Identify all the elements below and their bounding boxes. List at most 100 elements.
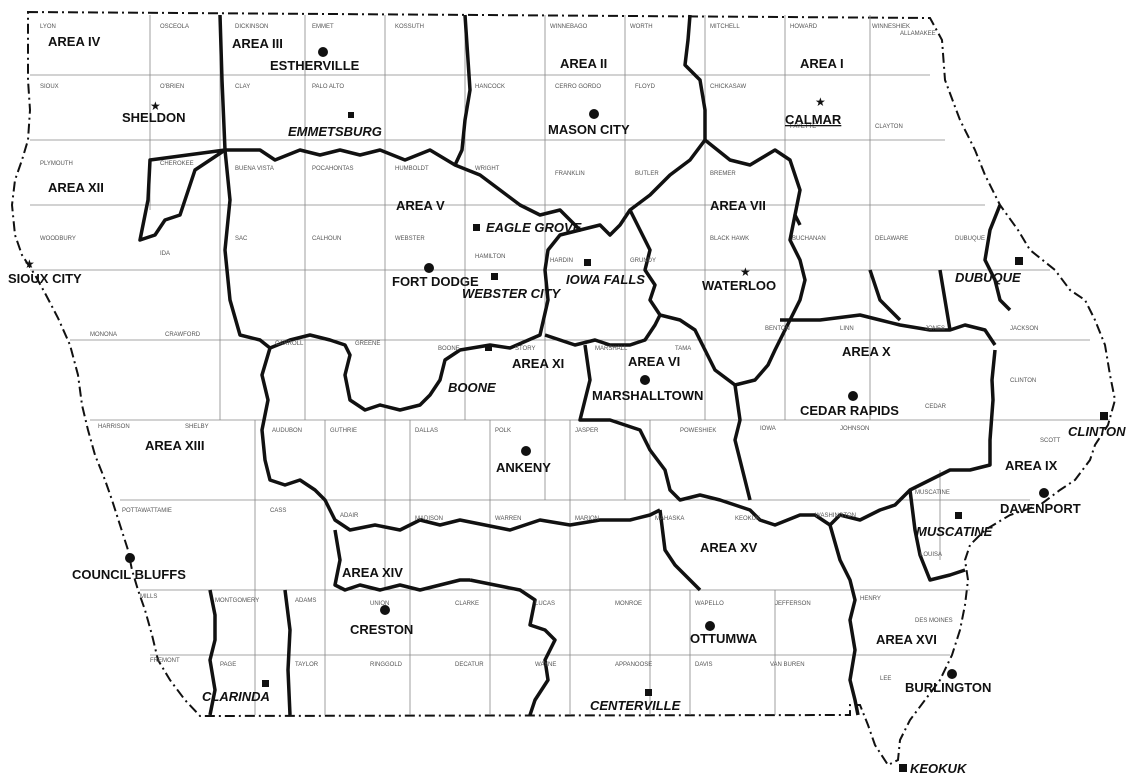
city-label-eagle-grove-text: EAGLE GROVE (486, 220, 582, 235)
county-label: BENTON (765, 326, 790, 332)
sheldon-marker-star: ★ (150, 99, 161, 113)
county-label: FRANKLIN (555, 171, 585, 177)
county-label: DAVIS (695, 662, 713, 668)
county-label: CLAY (235, 84, 250, 90)
county-label: WEBSTER (395, 236, 425, 242)
area-label-xi: AREA XI (512, 356, 564, 371)
city-label-dubuque: DUBUQUE (955, 270, 1021, 285)
county-label: SIOUX (40, 84, 59, 90)
city-labels: ESTHERVILLE SHELDON EMMETSBURG MASON CIT… (8, 58, 1126, 776)
county-label: APPANOOSE (615, 662, 652, 668)
city-markers: ★ ★ ★ ★ (24, 47, 1108, 772)
county-label: CLARKE (455, 601, 479, 607)
county-label: MONROE (615, 601, 642, 607)
boone-marker-square (485, 344, 492, 351)
county-label: MUSCATINE (915, 490, 950, 496)
county-label: POLK (495, 428, 511, 434)
county-label: RINGGOLD (370, 662, 403, 668)
burlington-marker-dot (947, 669, 957, 679)
city-label-fort-dodge: FORT DODGE (392, 274, 479, 289)
clarinda-marker-square (262, 680, 269, 687)
city-label-estherville: ESTHERVILLE (270, 58, 360, 73)
area-label-iii: AREA III (232, 36, 283, 51)
county-label: LINN (840, 326, 854, 332)
county-label: SHELBY (185, 424, 209, 430)
county-label: DELAWARE (875, 236, 908, 242)
city-label-iowa-falls: IOWA FALLS (566, 272, 645, 287)
county-label: LEE (880, 676, 891, 682)
city-label-waterloo: WATERLOO (702, 278, 776, 293)
county-labels: LYON OSCEOLA DICKINSON EMMET KOSSUTH WIN… (40, 24, 1061, 682)
county-label: FLOYD (635, 84, 656, 90)
area-labels: AREA IV AREA III AREA II AREA I AREA XII… (48, 34, 1058, 647)
county-label: BREMER (710, 171, 736, 177)
marshalltown-marker-dot (640, 375, 650, 385)
city-label-cedar-rapids: CEDAR RAPIDS (800, 403, 899, 418)
county-label: MONTGOMERY (215, 598, 259, 604)
city-label-muscatine: MUSCATINE (916, 524, 993, 539)
county-label: CARROLL (275, 341, 304, 347)
county-label: JONES (925, 326, 945, 332)
county-label: MONONA (90, 332, 117, 338)
city-label-sheldon: SHELDON (122, 110, 186, 125)
centerville-marker-square (645, 689, 652, 696)
fort-dodge-marker-dot (424, 263, 434, 273)
county-label: WASHINGTON (815, 513, 856, 519)
city-label-emmetsburg: EMMETSBURG (288, 124, 382, 139)
county-label: HARRISON (98, 424, 130, 430)
area-label-xv: AREA XV (700, 540, 758, 555)
county-grid (30, 15, 1110, 715)
county-label: POCAHONTAS (312, 166, 354, 172)
mason-city-marker-dot (589, 109, 599, 119)
council-bluffs-marker-dot (125, 553, 135, 563)
emmetsburg-marker-square (348, 112, 354, 118)
county-label: HOWARD (790, 24, 818, 30)
city-label-ankeny: ANKENY (496, 460, 551, 475)
county-label: MADISON (415, 516, 443, 522)
city-label-sioux-city: SIOUX CITY (8, 271, 82, 286)
county-label: HAMILTON (475, 254, 505, 260)
county-label: SAC (235, 236, 248, 242)
county-label: WOODBURY (40, 236, 76, 242)
state-outline (10, 10, 1117, 767)
city-label-boone: BOONE (448, 380, 496, 395)
clinton-marker-square (1100, 412, 1108, 420)
county-label: GREENE (355, 341, 380, 347)
iowa-falls-marker-square (584, 259, 591, 266)
county-label: CEDAR (925, 404, 947, 410)
ankeny-marker-dot (521, 446, 531, 456)
county-label: BUENA VISTA (235, 166, 274, 172)
county-label: WINNEBAGO (550, 24, 588, 30)
county-label: WAYNE (535, 662, 556, 668)
county-label: BLACK HAWK (710, 236, 749, 242)
county-label: WORTH (630, 24, 653, 30)
county-label: AUDUBON (272, 428, 302, 434)
county-label: DES MOINES (915, 618, 953, 624)
county-label: TAYLOR (295, 662, 319, 668)
city-label-mason-city: MASON CITY (548, 122, 630, 137)
county-label: UNION (370, 601, 389, 607)
area-label-ix: AREA IX (1005, 458, 1058, 473)
county-label: POTTAWATTAMIE (122, 508, 172, 514)
county-label: JACKSON (1010, 326, 1038, 332)
waterloo-marker-star: ★ (740, 265, 751, 279)
area-boundaries (138, 14, 1012, 716)
county-label: TAMA (675, 346, 691, 352)
county-label: HENRY (860, 596, 881, 602)
city-label-marshalltown: MARSHALLTOWN (592, 388, 703, 403)
area-label-vi: AREA VI (628, 354, 680, 369)
county-label: ADAMS (295, 598, 316, 604)
area-label-xii: AREA XII (48, 180, 104, 195)
county-label: PAGE (220, 662, 236, 668)
area-label-x: AREA X (842, 344, 891, 359)
city-label-centerville: CENTERVILLE (590, 698, 681, 713)
city-label-calmar: CALMAR (785, 112, 842, 127)
area-label-xiii: AREA XIII (145, 438, 204, 453)
county-label: WAPELLO (695, 601, 724, 607)
county-label: MARION (575, 516, 599, 522)
county-label: DICKINSON (235, 24, 268, 30)
county-label: PALO ALTO (312, 84, 344, 90)
county-label: WINNESHIEK (872, 24, 910, 30)
estherville-marker-dot (318, 47, 328, 57)
